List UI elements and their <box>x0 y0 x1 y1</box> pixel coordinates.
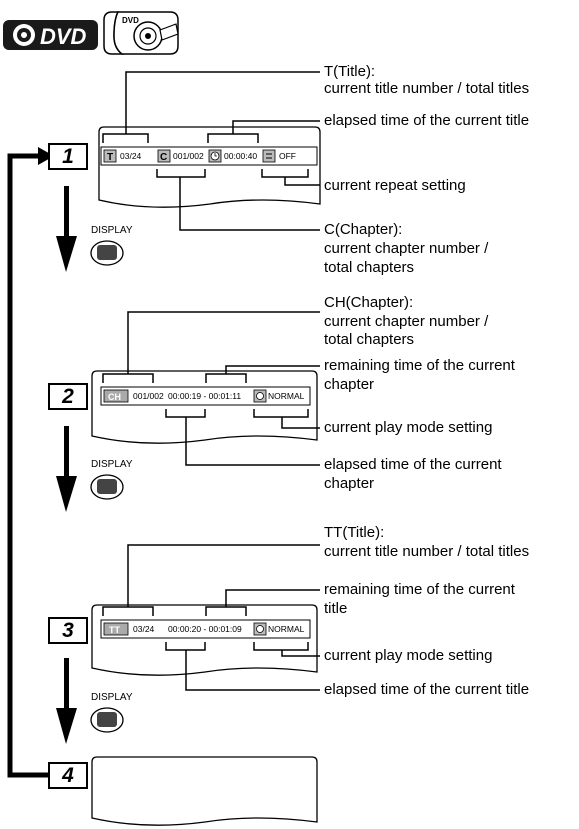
annotation-title-body: current title number / total titles <box>324 80 530 97</box>
callout-lines-1 <box>102 71 320 231</box>
osd-chapter-value: 001/002 <box>173 151 204 161</box>
osd-time-value: 00:00:20 - 00:01:09 <box>168 624 242 634</box>
annotation-elapsed-title: elapsed time of the current title <box>324 112 530 129</box>
play-mode-icon <box>253 389 267 403</box>
annotation-remaining-chapter: remaining time of the current <box>324 357 515 374</box>
clock-icon <box>208 149 222 163</box>
down-arrow-icon <box>56 658 77 744</box>
play-mode-icon <box>253 622 267 636</box>
down-arrow-icon <box>56 186 77 272</box>
dvd-disc-text: DVD <box>122 16 139 25</box>
down-arrow-icon <box>56 426 77 512</box>
screen-2 <box>91 370 318 444</box>
annotation-play-mode: current play mode setting <box>324 419 493 436</box>
annotation-play-mode: current play mode setting <box>324 647 493 664</box>
display-button-icon <box>90 240 124 266</box>
display-button-icon <box>90 474 124 500</box>
step-number-2: 2 <box>48 383 88 410</box>
step-number-1: 1 <box>48 143 88 170</box>
annotation-title-head: T(Title): <box>324 63 376 80</box>
annotation-chapter-head: C(Chapter): <box>324 221 403 238</box>
annotation-chapter-body: current chapter number / <box>324 240 489 257</box>
annotation-remaining-title: title <box>324 600 348 617</box>
title-icon: T <box>103 149 117 163</box>
display-button-icon <box>90 707 124 733</box>
dvd-logo: DVD <box>3 20 98 50</box>
osd-title-value: 03/24 <box>133 624 155 634</box>
screen-3 <box>91 604 318 676</box>
annotation-elapsed-title: elapsed time of the current title <box>324 681 530 698</box>
dvd-logo-text: DVD <box>40 24 87 49</box>
display-button-label: DISPLAY <box>91 459 133 470</box>
cycle-loop-line <box>7 153 48 778</box>
title-tt-icon: TT <box>103 622 129 636</box>
svg-text:C: C <box>160 152 167 163</box>
chapter-icon: C <box>157 149 171 163</box>
chapter-ch-icon: CH <box>103 389 129 403</box>
annotation-remaining-chapter: chapter <box>324 376 375 393</box>
svg-text:T: T <box>107 152 113 163</box>
screen-4 <box>91 756 318 826</box>
annotation-elapsed-chapter: chapter <box>324 475 375 492</box>
annotation-chapter-body: total chapters <box>324 331 415 348</box>
osd-title-value: 03/24 <box>120 151 142 161</box>
annotation-elapsed-chapter: elapsed time of the current <box>324 456 502 473</box>
step-number-3: 3 <box>48 617 88 644</box>
osd-mode-value: NORMAL <box>268 391 305 401</box>
display-button-label: DISPLAY <box>91 692 133 703</box>
annotation-chapter-body: current chapter number / <box>324 313 489 330</box>
annotation-title-body: current title number / total titles <box>324 543 530 560</box>
annotation-chapter-body: total chapters <box>324 259 415 276</box>
screen-1 <box>98 126 321 208</box>
osd-repeat-value: OFF <box>279 151 296 161</box>
osd-tt-icon-label: TT <box>109 625 120 635</box>
callout-lines-2 <box>102 311 320 466</box>
osd-mode-value: NORMAL <box>268 624 305 634</box>
callout-lines-3 <box>102 544 320 691</box>
display-button-label: DISPLAY <box>91 225 133 236</box>
annotation-title-head: TT(Title): <box>324 524 385 541</box>
annotation-remaining-title: remaining time of the current <box>324 581 515 598</box>
dvd-disc-icon: DVD <box>103 11 179 55</box>
annotation-chapter-head: CH(Chapter): <box>324 294 414 311</box>
osd-chapter-value: 001/002 <box>133 391 164 401</box>
step-number-4: 4 <box>48 762 88 789</box>
repeat-icon <box>262 149 276 163</box>
osd-time-value: 00:00:19 - 00:01:11 <box>168 391 242 401</box>
osd-ch-icon-label: CH <box>108 392 121 402</box>
osd-time-value: 00:00:40 <box>224 151 258 161</box>
loop-arrowhead-icon <box>38 147 54 165</box>
annotation-repeat-setting: current repeat setting <box>324 177 466 194</box>
